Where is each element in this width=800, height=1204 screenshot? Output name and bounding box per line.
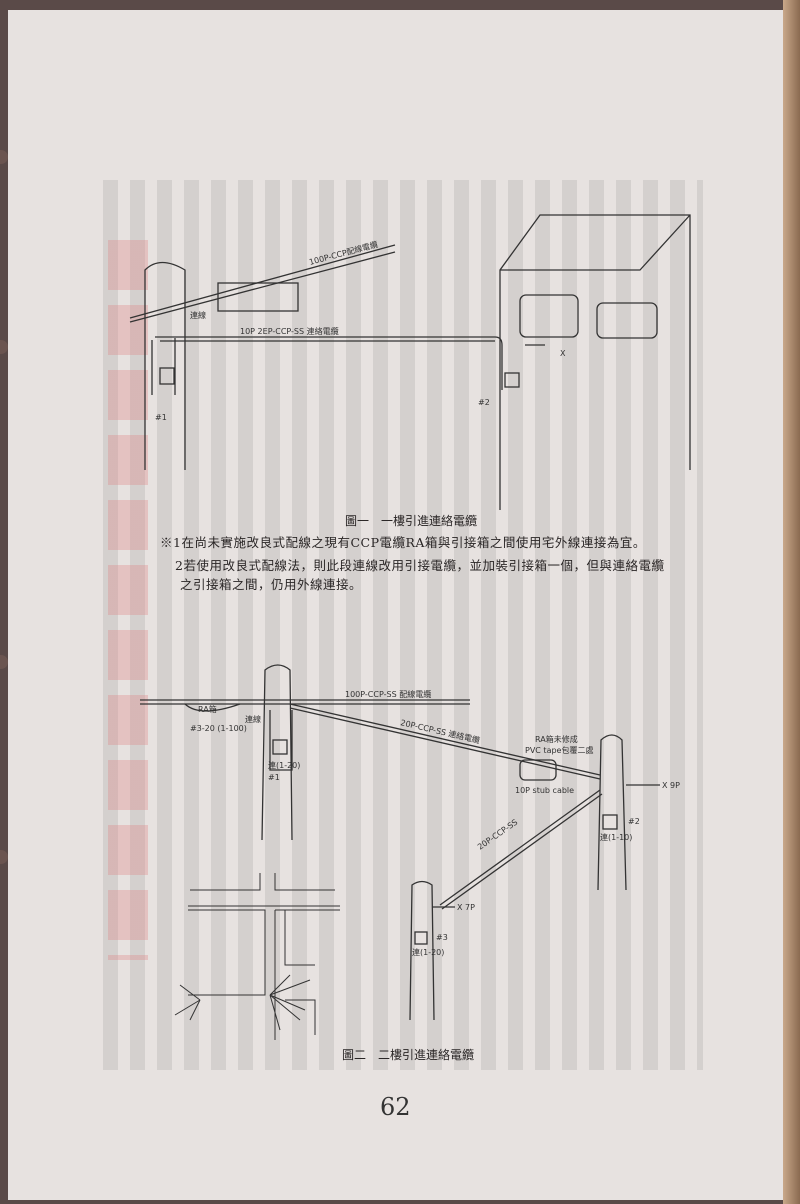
fig2-conn3-label: 連(1-20) xyxy=(412,947,444,957)
fig2-conn2-label: 連(1-10) xyxy=(600,832,632,842)
fig2-pole1-label: #1 xyxy=(268,773,280,782)
window xyxy=(519,294,579,338)
bleed-through-text xyxy=(103,180,703,1070)
fig2-cable-2 xyxy=(439,789,603,910)
fig2-terminal-box-2 xyxy=(602,814,618,830)
window xyxy=(596,302,658,339)
figure2-caption: 圖二 二樓引進連絡電纜 xyxy=(342,1048,475,1062)
fig2-x7p-label: X 7P xyxy=(457,903,475,912)
fig2-contact-cable xyxy=(289,703,601,780)
ra-box-wrapped xyxy=(519,759,557,781)
diagram-line xyxy=(269,710,293,771)
terminal-box-1 xyxy=(159,367,175,385)
fig2-tape-note: PVC tape包覆二處 xyxy=(525,745,593,755)
fig2-ra-id-label: #3-20 (1-100) xyxy=(190,724,247,733)
fig2-pole-3 xyxy=(409,880,435,1021)
pole-1 xyxy=(144,261,186,470)
book-page xyxy=(8,10,783,1200)
fig1-contact-label: 10P 2EP-CCP-SS 連絡電纜 xyxy=(240,326,339,336)
binding-hole xyxy=(0,850,8,864)
diagram-line xyxy=(151,338,176,395)
fig2-cable2-label: 20P-CCP-SS xyxy=(476,818,519,852)
fig2-stub-label: 10P stub cable xyxy=(515,786,574,795)
bleed-through-red-text xyxy=(108,240,148,960)
binding-hole xyxy=(0,655,8,669)
fig2-jumper-label: 連線 xyxy=(245,714,261,724)
terminal-box-2 xyxy=(504,372,520,388)
fig1-pole2-label: #2 xyxy=(478,398,490,407)
building xyxy=(499,214,691,510)
street-map xyxy=(174,873,340,1040)
diagram-line xyxy=(174,974,311,1031)
fig2-x9p-label: X 9P xyxy=(662,781,680,790)
fig2-conn1-label: 連(1-20) xyxy=(268,760,300,770)
fig2-terminal-box-3 xyxy=(414,931,428,945)
fig2-ra-label: RA箱 xyxy=(198,704,217,714)
contact-cable xyxy=(155,336,503,390)
distribution-cable xyxy=(129,244,396,323)
note-2-continued: 之引接箱之間，仍用外線連接。 xyxy=(180,577,363,592)
binding-hole xyxy=(0,150,8,164)
note-2: 2若使用改良式配線法，則此段連線改用引接電纜，並加裝引接箱一個，但與連絡電纜 xyxy=(175,558,665,573)
diagram-line xyxy=(188,905,340,1040)
page-number: 62 xyxy=(380,1093,411,1121)
fig2-contact-label: 20P-CCP-SS 連絡電纜 xyxy=(400,717,481,745)
fig1-jumper-label: 連線 xyxy=(190,310,206,320)
diagram-line xyxy=(190,873,335,891)
ra-box xyxy=(217,282,299,312)
figure1-caption: 圖一 一樓引進連絡電纜 xyxy=(345,514,478,528)
page-edge xyxy=(783,0,800,1204)
fig2-pole3-label: #3 xyxy=(436,933,448,942)
fig1-pole1-label: #1 xyxy=(155,413,167,422)
fig2-pole-2 xyxy=(597,734,627,891)
note-1: ※1在尚未實施改良式配線之現有CCP電纜RA箱與引接箱之間使用宅外線連接為宜。 xyxy=(160,535,646,550)
fig2-ra-box xyxy=(184,703,241,712)
fig1-terminal-label: X xyxy=(560,349,566,358)
binding-hole xyxy=(0,340,8,354)
fig2-distribution-label: 100P-CCP-SS 配線電纜 xyxy=(345,689,431,699)
fig2-pole-1 xyxy=(261,664,293,841)
fig2-pole2-label: #2 xyxy=(628,817,640,826)
fig2-ra-note: RA箱未修成 xyxy=(535,734,578,744)
fig2-terminal-box-1 xyxy=(272,739,288,755)
fig2-distribution-cable xyxy=(140,699,470,705)
